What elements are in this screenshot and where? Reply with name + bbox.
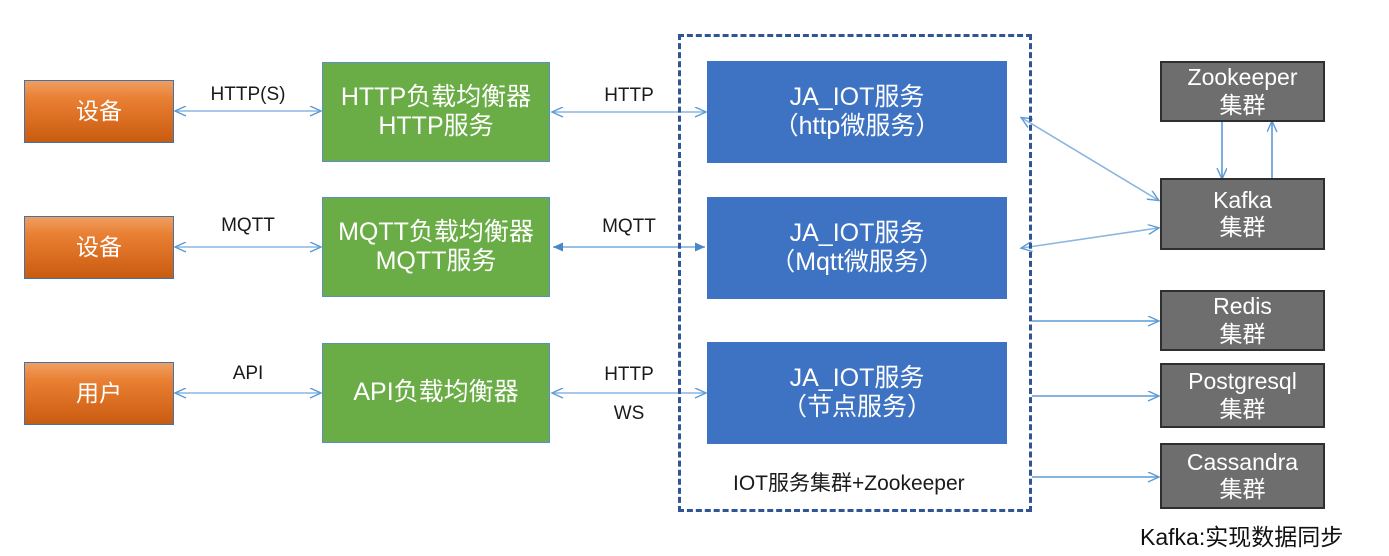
- kafka-cluster-line2: 集群: [1219, 214, 1266, 240]
- client-device-http-label: 设备: [76, 97, 122, 124]
- client-device-http[interactable]: 设备: [24, 80, 174, 143]
- redis-cluster[interactable]: Redis 集群: [1160, 290, 1325, 351]
- edge-label-service-http: HTTP: [604, 85, 654, 106]
- ja-iot-mqtt-service-line1: JA_IOT服务: [789, 218, 925, 247]
- http-load-balancer-line1: HTTP负载均衡器: [340, 82, 532, 111]
- ja-iot-http-service-line2: （http微服务）: [773, 112, 941, 140]
- client-device-mqtt-label: 设备: [76, 233, 122, 260]
- edge-mqtt-service-to-kafka: [1022, 228, 1158, 248]
- zookeeper-cluster-line2: 集群: [1219, 91, 1266, 118]
- zookeeper-cluster[interactable]: Zookeeper 集群: [1160, 61, 1325, 122]
- mqtt-load-balancer[interactable]: MQTT负载均衡器 MQTT服务: [322, 197, 550, 297]
- edge-label-service-api-ws: WS: [613, 403, 645, 424]
- postgresql-cluster-line1: Postgresql: [1188, 368, 1297, 395]
- cassandra-cluster-line1: Cassandra: [1186, 448, 1299, 475]
- client-user-api[interactable]: 用户: [24, 362, 174, 425]
- kafka-footnote: Kafka:实现数据同步: [1140, 524, 1344, 550]
- api-load-balancer[interactable]: API负载均衡器: [322, 343, 550, 443]
- edge-http-service-to-kafka: [1022, 118, 1158, 200]
- api-load-balancer-line1: API负载均衡器: [353, 378, 519, 407]
- ja-iot-node-service-line2: （节点服务）: [781, 393, 932, 421]
- postgresql-cluster-line2: 集群: [1219, 395, 1266, 422]
- edge-label-client-mqtt: MQTT: [221, 215, 275, 236]
- ja-iot-http-service-line1: JA_IOT服务: [789, 82, 925, 111]
- postgresql-cluster[interactable]: Postgresql 集群: [1160, 363, 1325, 428]
- http-load-balancer-line2: HTTP服务: [378, 112, 494, 140]
- cassandra-cluster-line2: 集群: [1219, 476, 1266, 502]
- ja-iot-http-service[interactable]: JA_IOT服务 （http微服务）: [707, 61, 1007, 163]
- zookeeper-cluster-line1: Zookeeper: [1187, 64, 1298, 91]
- cassandra-cluster[interactable]: Cassandra 集群: [1160, 443, 1325, 509]
- mqtt-load-balancer-line1: MQTT负载均衡器: [338, 217, 534, 246]
- ja-iot-mqtt-service[interactable]: JA_IOT服务 （Mqtt微服务）: [707, 197, 1007, 299]
- client-user-api-label: 用户: [76, 379, 122, 406]
- iot-cluster-caption: IOT服务集群+Zookeeper: [733, 472, 965, 495]
- client-device-mqtt[interactable]: 设备: [24, 216, 174, 279]
- ja-iot-node-service-line1: JA_IOT服务: [789, 363, 925, 392]
- edge-label-client-api: API: [232, 363, 264, 384]
- mqtt-load-balancer-line2: MQTT服务: [375, 247, 497, 275]
- redis-cluster-line2: 集群: [1219, 320, 1266, 347]
- edge-label-client-http: HTTP(S): [210, 84, 286, 105]
- edge-label-service-api-http: HTTP: [604, 364, 654, 385]
- kafka-cluster-line1: Kafka: [1213, 186, 1272, 213]
- redis-cluster-line1: Redis: [1213, 293, 1272, 320]
- kafka-cluster[interactable]: Kafka 集群: [1160, 178, 1325, 250]
- http-load-balancer[interactable]: HTTP负载均衡器 HTTP服务: [322, 62, 550, 162]
- edge-label-service-mqtt: MQTT: [602, 216, 656, 237]
- ja-iot-node-service[interactable]: JA_IOT服务 （节点服务）: [707, 342, 1007, 444]
- ja-iot-mqtt-service-line2: （Mqtt微服务）: [770, 248, 944, 276]
- iot-cluster-container: [678, 34, 1032, 512]
